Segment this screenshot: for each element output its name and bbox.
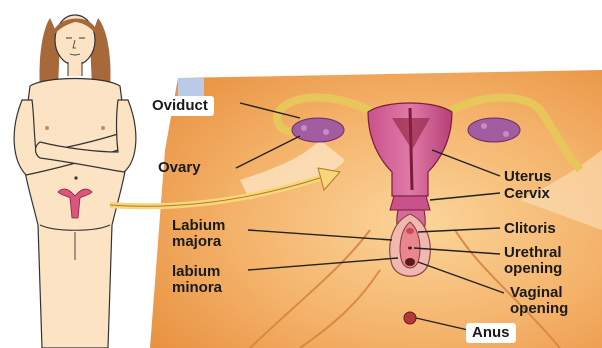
label-clitoris: Clitoris: [504, 221, 556, 236]
label-labium-majora-line2: majora: [172, 234, 225, 250]
label-labium-minora-line1: labium: [172, 264, 222, 280]
label-ovary: Ovary: [158, 160, 201, 175]
label-uterus: Uterus: [504, 169, 552, 184]
label-oviduct: Oviduct: [146, 96, 214, 116]
label-urethral-opening: Urethral opening: [504, 245, 562, 277]
label-urethral-opening-line2: opening: [504, 261, 562, 277]
label-anus: Anus: [466, 323, 516, 343]
label-labium-majora: Labium majora: [172, 218, 225, 250]
label-labium-minora: labium minora: [172, 264, 222, 296]
label-vaginal-opening-line1: Vaginal: [510, 285, 568, 301]
label-vaginal-opening: Vaginal opening: [510, 285, 568, 317]
label-urethral-opening-line1: Urethral: [504, 245, 562, 261]
label-cervix: Cervix: [504, 186, 550, 201]
label-labium-minora-line2: minora: [172, 280, 222, 296]
woman-figure: [14, 15, 136, 348]
label-vaginal-opening-line2: opening: [510, 301, 568, 317]
label-labium-majora-line1: Labium: [172, 218, 225, 234]
